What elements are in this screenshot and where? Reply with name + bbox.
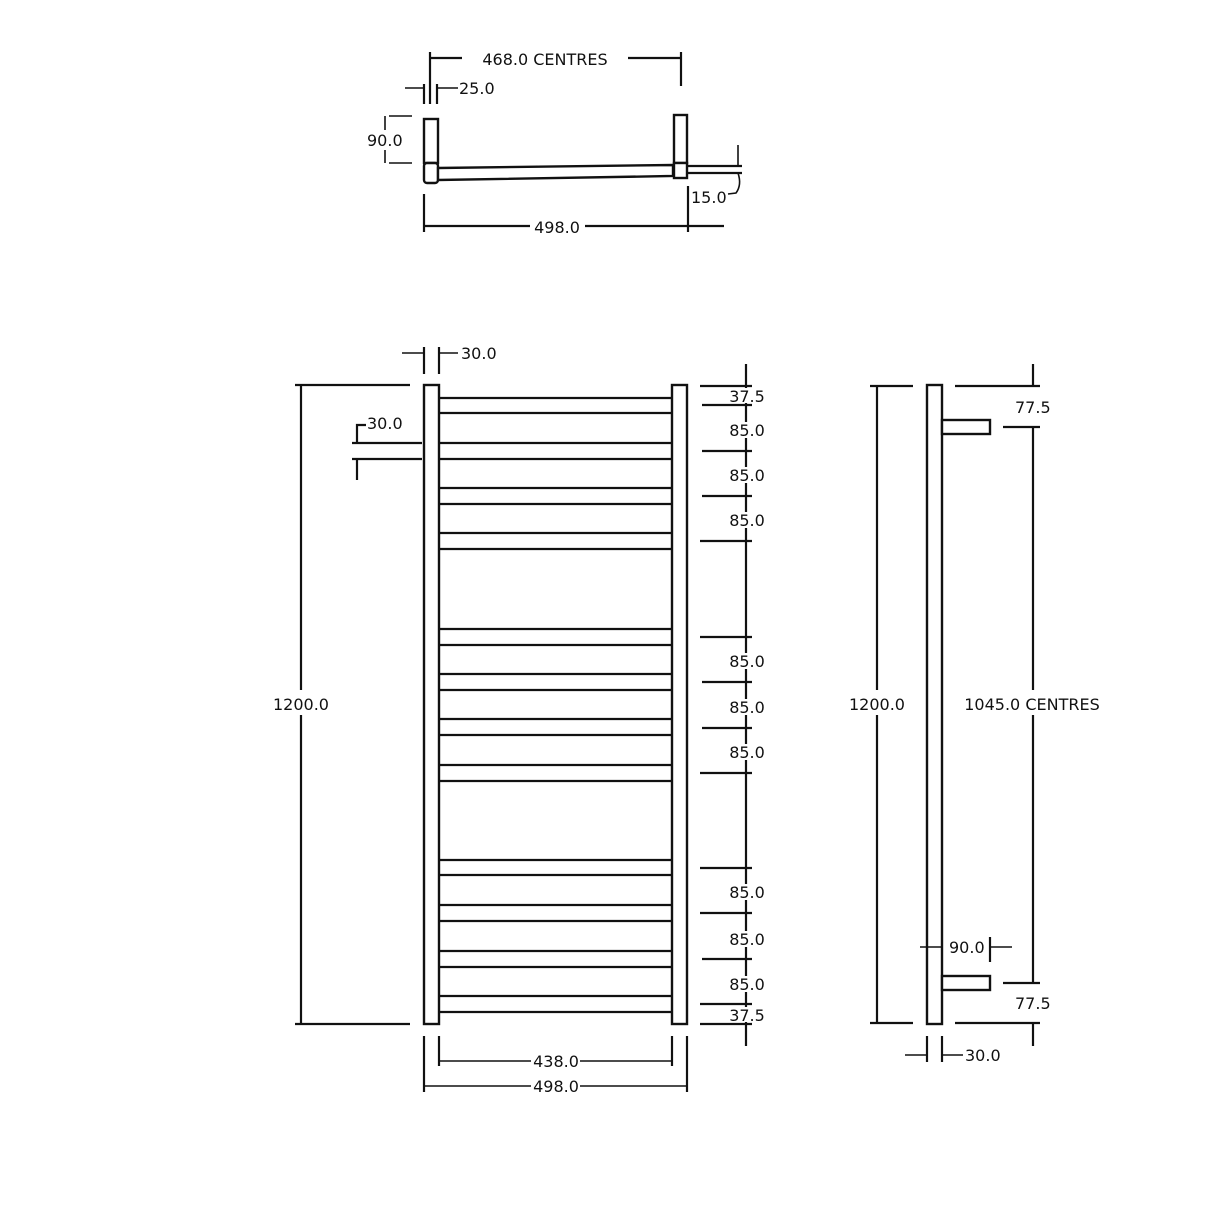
side-bottom-offset-label: 77.5 [1015, 994, 1051, 1013]
rail-spacing-label: 85.0 [729, 883, 765, 902]
rail-group-bottom [439, 858, 672, 1014]
rail-spacing-label: 85.0 [729, 930, 765, 949]
front-overall-height-label: 1200.0 [273, 695, 329, 714]
side-overall-height-label: 1200.0 [849, 695, 905, 714]
side-upright-depth-label: 30.0 [965, 1046, 1001, 1065]
top-depth-label: 90.0 [367, 131, 403, 150]
rail-group-middle [439, 627, 672, 783]
rail-spacing-label: 37.5 [729, 387, 765, 406]
top-overall-width-label: 498.0 [534, 218, 580, 237]
top-view: 468.0 CENTRES 25.0 90.0 15.0 498.0 [367, 50, 742, 237]
top-wall-gap-label: 15.0 [691, 188, 727, 207]
side-top-offset-label: 77.5 [1015, 398, 1051, 417]
rail-spacing-label: 85.0 [729, 511, 765, 530]
rail-spacing-dimensions: 37.5 85.0 85.0 85.0 85.0 85.0 85.0 85.0 … [700, 364, 768, 1046]
rail-spacing-label: 37.5 [729, 1006, 765, 1025]
front-inner-width-label: 438.0 [533, 1052, 579, 1071]
rail-spacing-label: 85.0 [729, 743, 765, 762]
rail-group-top [439, 396, 672, 551]
front-view: 30.0 30.0 1200.0 [273, 344, 768, 1096]
front-upright-width-label: 30.0 [461, 344, 497, 363]
side-view: 1200.0 77.5 1045.0 CENTRES 90.0 77.5 30.… [849, 364, 1100, 1065]
rail-spacing-label: 85.0 [729, 652, 765, 671]
rail-spacing-label: 85.0 [729, 421, 765, 440]
side-bracket-projection-label: 90.0 [949, 938, 985, 957]
front-rail-height-label: 30.0 [367, 414, 403, 433]
top-upright-width-label: 25.0 [459, 79, 495, 98]
rail-spacing-label: 85.0 [729, 975, 765, 994]
rail-spacing-label: 85.0 [729, 698, 765, 717]
rail-spacing-label: 85.0 [729, 466, 765, 485]
side-centres-label: 1045.0 CENTRES [964, 695, 1099, 714]
top-centres-label: 468.0 CENTRES [482, 50, 607, 69]
front-overall-width-label: 498.0 [533, 1077, 579, 1096]
